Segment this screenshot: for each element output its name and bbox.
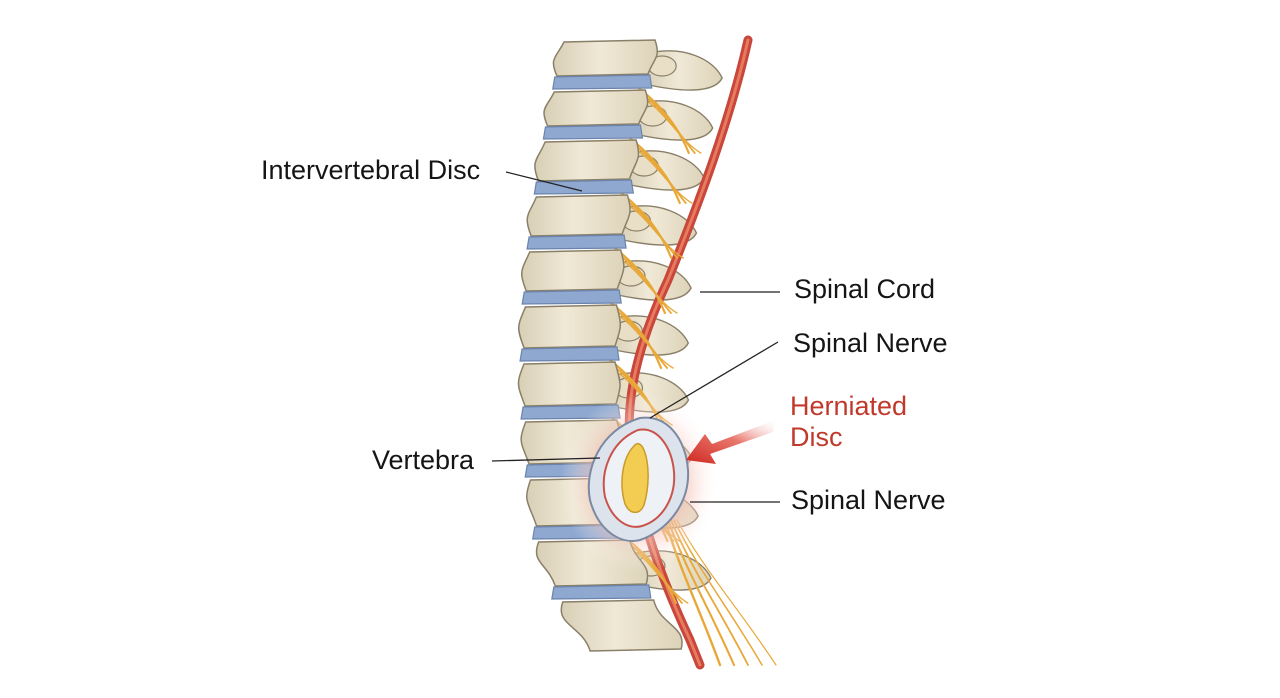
intervertebral-disc [551,584,652,600]
label-intervertebral-disc: Intervertebral Disc [261,155,481,185]
leader-lines [491,171,780,503]
vertebral-body [534,139,640,182]
intervertebral-disc [552,74,653,90]
label-herniated-line2: Disc [790,422,843,452]
vertebral-body [560,599,683,652]
label-vertebra: Vertebra [372,445,475,475]
label-herniated-line1: Herniated [790,391,908,421]
leader-vertebra [491,457,601,462]
leader-intervertebral-disc [505,171,583,192]
herniated-disc [560,392,720,572]
vertebral-body [520,249,625,292]
vertebral-body [543,89,649,127]
label-spinal-cord: Spinal Cord [794,274,936,304]
vertebral-body [526,194,631,237]
herniated-disc-nucleus [621,442,649,514]
vertebral-body [518,304,622,349]
intervertebral-disc [542,124,644,140]
label-spinal-nerve-upper: Spinal Nerve [793,328,948,358]
label-herniated-disc: Herniated Disc [790,391,907,453]
herniation-arrow [686,420,775,464]
leader-spinal-nerve-upper [649,341,779,419]
vertebral-body [517,361,621,407]
intervertebral-disc [526,234,627,250]
intervertebral-disc [533,179,635,195]
intervertebral-disc [521,289,622,305]
vertebral-body [552,39,659,77]
intervertebral-disc [519,346,620,362]
label-spinal-nerve-lower: Spinal Nerve [791,485,946,515]
